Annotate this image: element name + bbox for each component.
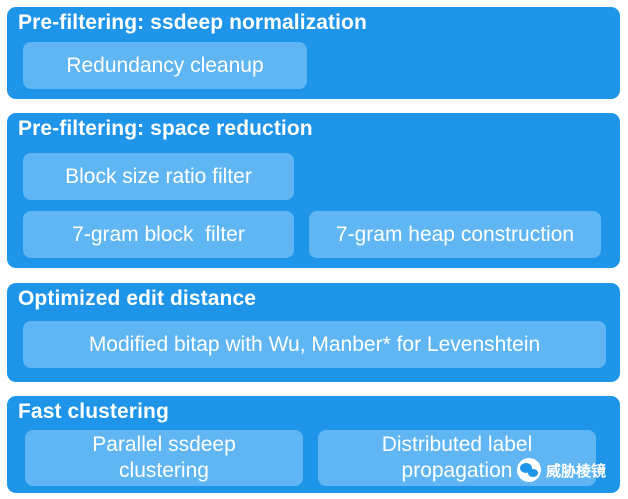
watermark: 威胁棱镜 <box>516 458 606 482</box>
panel-optimized-edit-distance: Optimized edit distance Modified bitap w… <box>7 283 620 382</box>
panel-fast-clustering: Fast clustering Parallel ssdeep clusteri… <box>7 396 620 493</box>
panel-ssdeep-normalization: Pre-filtering: ssdeep normalization Redu… <box>7 7 620 99</box>
chip-modified-bitap: Modified bitap with Wu, Manber* for Leve… <box>23 321 606 368</box>
chip-7gram-block-filter: 7-gram block filter <box>23 211 294 258</box>
panel-title: Optimized edit distance <box>18 287 257 310</box>
panel-title: Fast clustering <box>18 400 169 423</box>
chip-7gram-heap-construction: 7-gram heap construction <box>309 211 601 258</box>
chip-parallel-ssdeep-clustering: Parallel ssdeep clustering <box>25 430 303 486</box>
chip-distributed-label-propagation: Distributed label propagation <box>318 430 596 486</box>
chip-block-size-ratio-filter: Block size ratio filter <box>23 153 294 200</box>
panel-title: Pre-filtering: ssdeep normalization <box>18 11 367 34</box>
wechat-icon <box>516 458 541 482</box>
chip-redundancy-cleanup: Redundancy cleanup <box>23 42 307 89</box>
panel-title: Pre-filtering: space reduction <box>18 117 313 140</box>
watermark-text: 威胁棱镜 <box>545 462 606 480</box>
panel-space-reduction: Pre-filtering: space reduction Block siz… <box>7 113 620 268</box>
